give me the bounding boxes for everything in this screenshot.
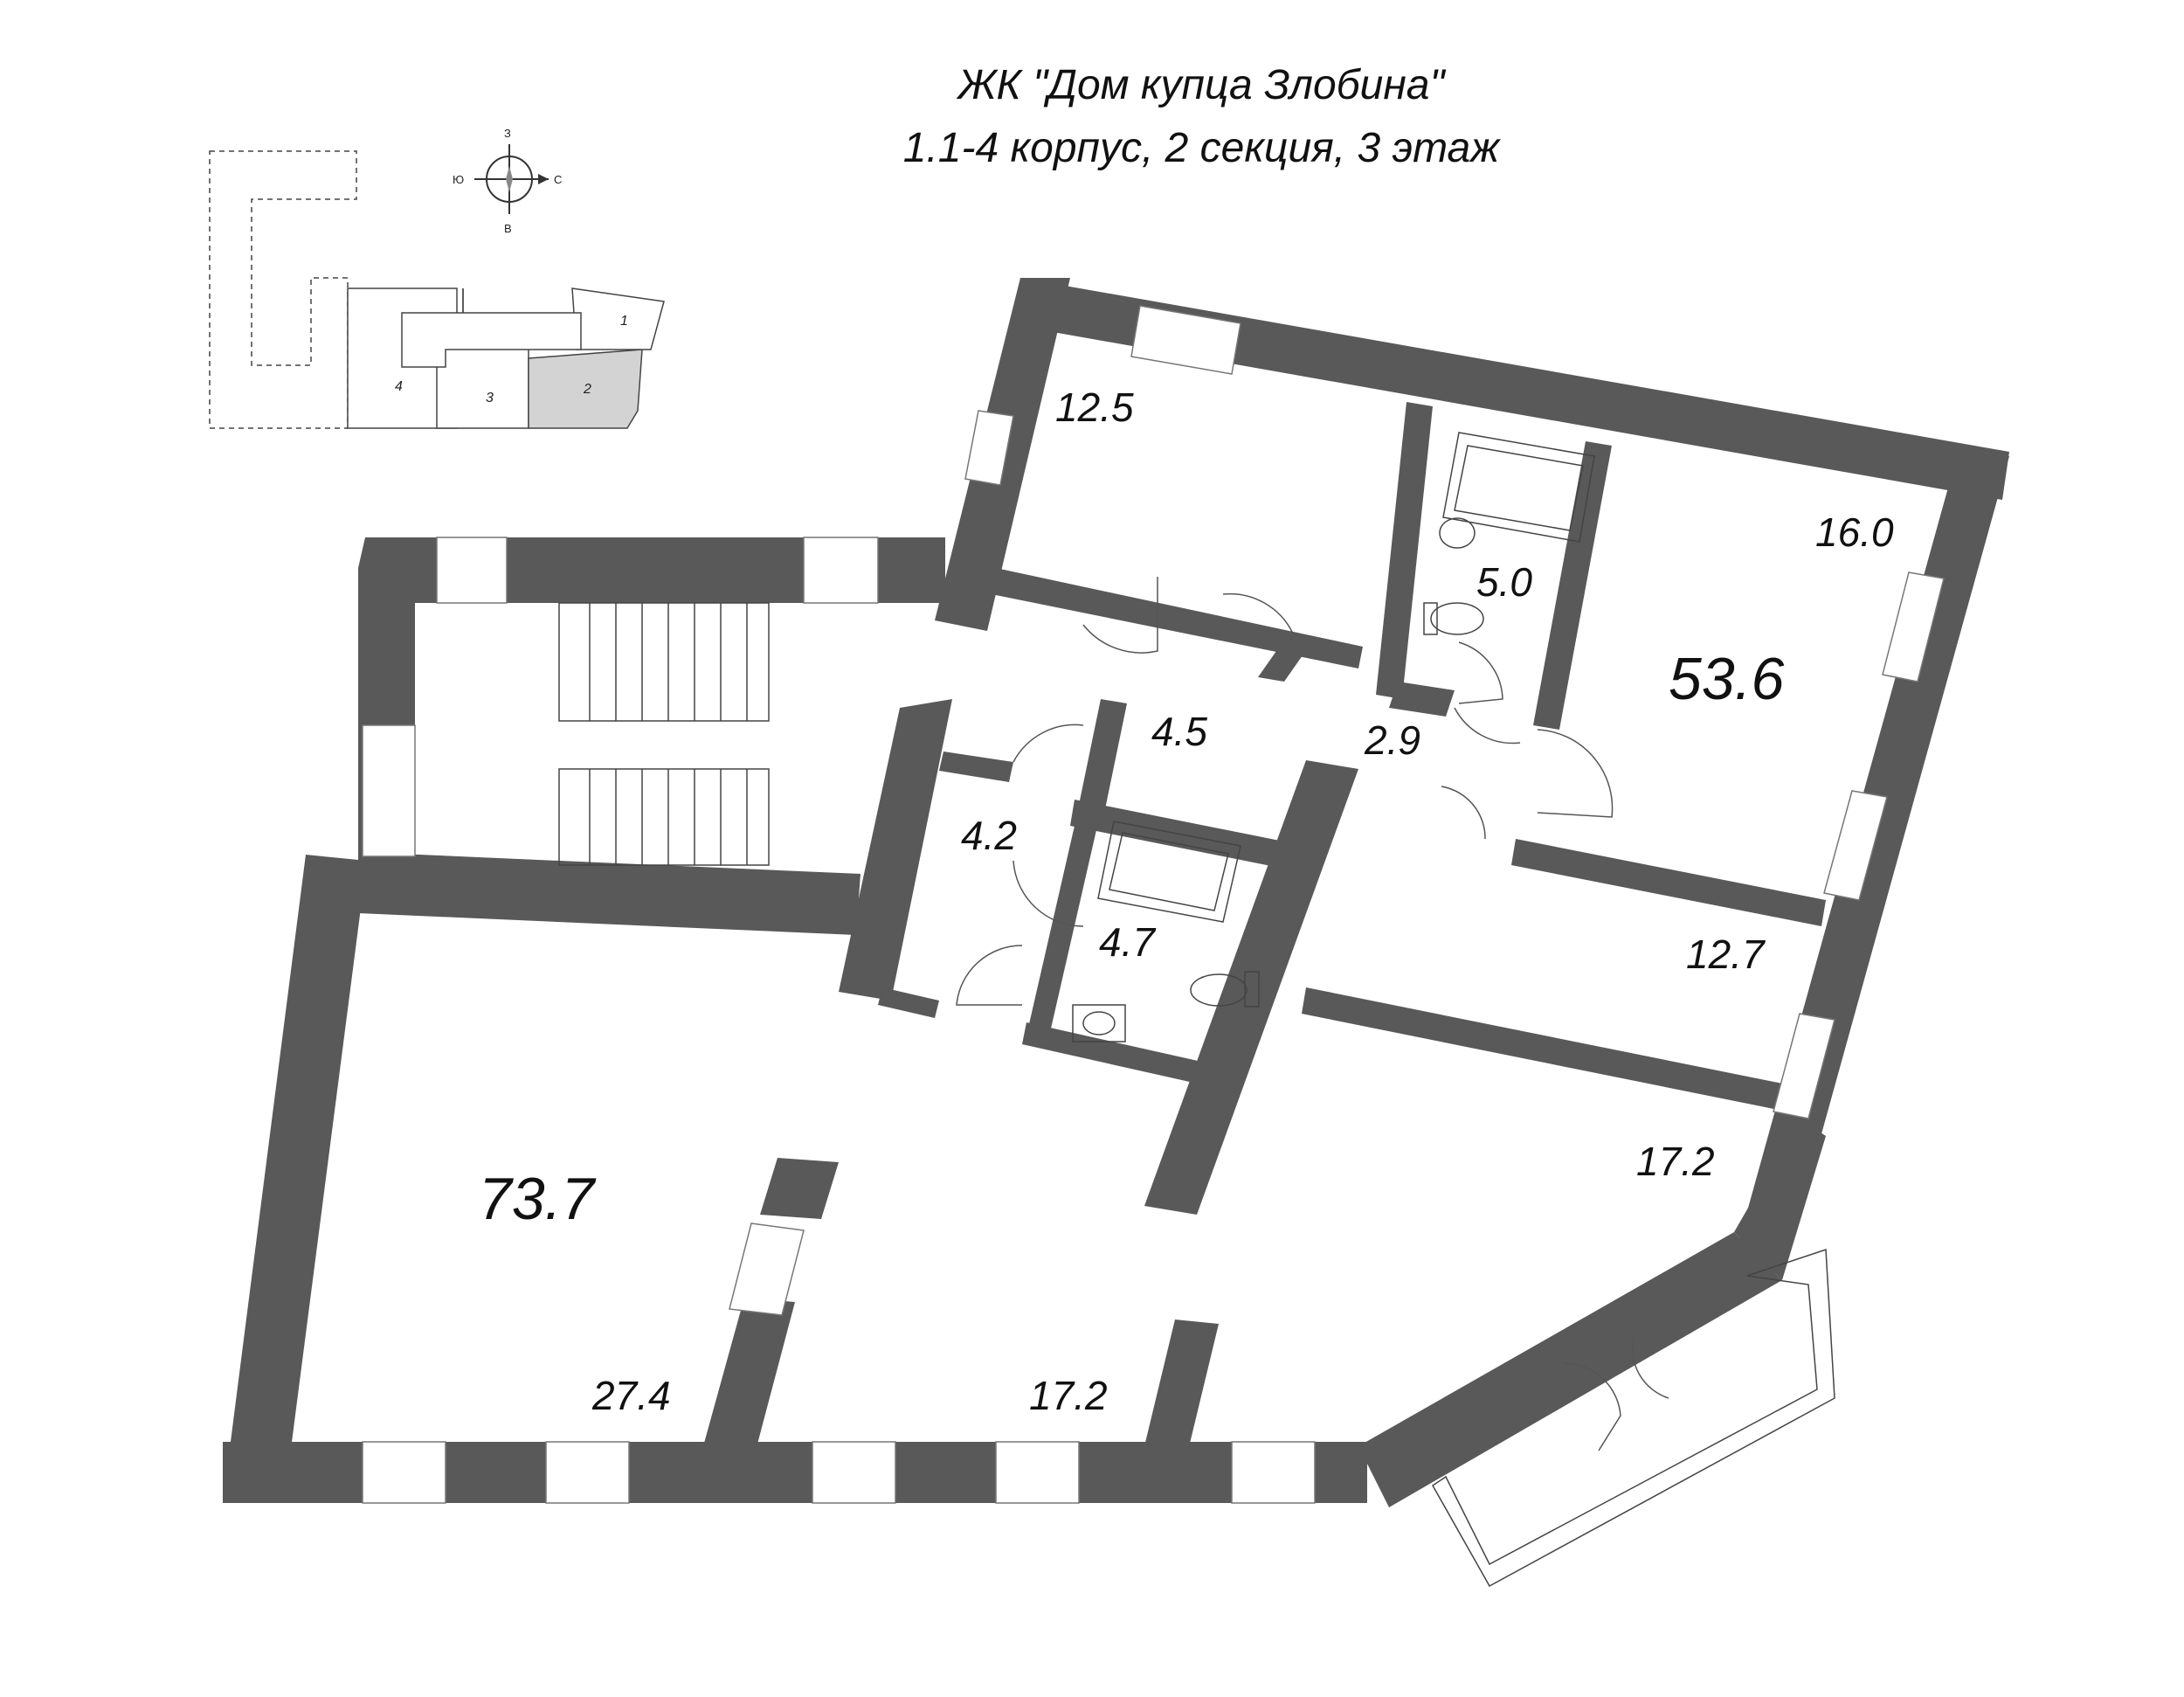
room-area-label: 16.0 xyxy=(1815,509,1894,555)
key-plan-label-3: 3 xyxy=(486,391,494,405)
wall xyxy=(223,1442,1367,1503)
compass-south: В xyxy=(504,222,512,235)
wall xyxy=(839,699,952,1001)
title-block: ЖК "Дом купца Злобина" 1.1-4 корпус, 2 с… xyxy=(0,54,2184,180)
wall xyxy=(1075,699,1127,830)
door-swing xyxy=(1013,860,1084,927)
room-labels: 12.5 16.0 5.0 4.5 2.9 4.2 4.7 12.7 17.2 … xyxy=(479,384,1894,1418)
apartment-total-area: 53.6 xyxy=(1669,646,1785,712)
door-swing xyxy=(1222,592,1294,634)
window xyxy=(964,410,1014,486)
wall xyxy=(1511,839,1826,926)
window xyxy=(1231,1441,1316,1504)
wall xyxy=(1734,456,2009,1276)
windows xyxy=(362,305,1945,1504)
doors xyxy=(956,577,1669,1451)
room-area-label: 17.2 xyxy=(1636,1139,1715,1184)
sink-icon xyxy=(1439,517,1476,549)
wall xyxy=(1258,634,1315,682)
wall xyxy=(1302,987,1826,1119)
window xyxy=(362,724,416,857)
title-location: 1.1-4 корпус, 2 секция, 3 этаж xyxy=(902,125,1500,171)
wall xyxy=(1376,402,1433,699)
apartment-total-area: 73.7 xyxy=(479,1166,597,1232)
compass-icon: З В Ю С xyxy=(453,127,562,235)
walls xyxy=(223,278,2009,1507)
window xyxy=(362,1441,446,1504)
room-area-label: 12.5 xyxy=(1055,384,1134,430)
wall xyxy=(358,852,860,935)
wall xyxy=(1144,1320,1219,1451)
wall xyxy=(1144,760,1358,1215)
window xyxy=(995,1441,1080,1504)
wall xyxy=(1389,682,1455,717)
door-swing xyxy=(1537,729,1614,818)
wall xyxy=(760,1158,839,1219)
wall xyxy=(1533,441,1612,730)
key-plan-core xyxy=(401,312,582,368)
compass-north: З xyxy=(504,127,511,140)
balcony xyxy=(1432,1248,1835,1588)
compass-east: С xyxy=(554,173,562,186)
door-swing xyxy=(1458,641,1503,704)
room-area-label: 5.0 xyxy=(1476,559,1532,605)
wall xyxy=(703,1298,795,1451)
key-plan-label-1: 1 xyxy=(620,314,628,329)
door-swing xyxy=(1441,786,1486,840)
door-swing xyxy=(1631,1336,1669,1399)
window xyxy=(1130,305,1241,375)
window xyxy=(1882,571,1945,682)
sink-icon xyxy=(1072,1004,1126,1042)
door-swing xyxy=(1563,1362,1621,1451)
wall xyxy=(1616,1293,1704,1337)
door-swing xyxy=(956,945,1023,1006)
wall xyxy=(1358,1232,1782,1507)
wall xyxy=(1734,1119,1826,1280)
window xyxy=(812,1441,896,1504)
room-area-label: 27.4 xyxy=(591,1373,671,1418)
room-area-label: 17.2 xyxy=(1029,1373,1108,1418)
key-plan: 1 2 3 4 xyxy=(209,150,665,429)
key-plan-outline-dashed xyxy=(209,150,357,429)
key-plan-section-3 xyxy=(436,340,529,429)
key-plan-section-2 xyxy=(528,349,643,429)
toilet-icon xyxy=(1190,971,1260,1008)
window xyxy=(436,537,508,604)
room-area-label: 4.7 xyxy=(1099,919,1156,965)
room-area-label: 4.5 xyxy=(1151,709,1207,754)
wall xyxy=(365,537,945,603)
key-plan-label-2: 2 xyxy=(583,382,591,397)
window xyxy=(1773,1013,1835,1119)
bathtub-icon xyxy=(1097,821,1241,923)
bathtub-icon xyxy=(1442,432,1595,543)
window xyxy=(803,537,879,604)
door-swing xyxy=(1082,577,1158,654)
staircase xyxy=(558,602,770,866)
wall xyxy=(992,568,1363,668)
window xyxy=(729,1223,805,1316)
key-plan-section-1 xyxy=(571,287,665,350)
window xyxy=(545,1441,630,1504)
wall xyxy=(1026,826,1096,1040)
wall xyxy=(939,752,1013,782)
wall xyxy=(1022,1022,1241,1092)
wall xyxy=(1013,278,2009,500)
door-swing xyxy=(1013,724,1084,763)
compass-west: Ю xyxy=(453,173,464,186)
window xyxy=(1823,790,1888,901)
room-area-label: 12.7 xyxy=(1686,932,1766,977)
key-plan-label-4: 4 xyxy=(395,379,403,394)
door-swing xyxy=(1454,707,1521,745)
wall xyxy=(878,987,939,1018)
wall xyxy=(223,855,367,1503)
title-complex: ЖК "Дом купца Злобина" xyxy=(957,62,1445,108)
room-area-label: 2.9 xyxy=(1364,717,1420,763)
room-area-label: 4.2 xyxy=(961,813,1017,858)
toilet-icon xyxy=(1423,602,1484,635)
